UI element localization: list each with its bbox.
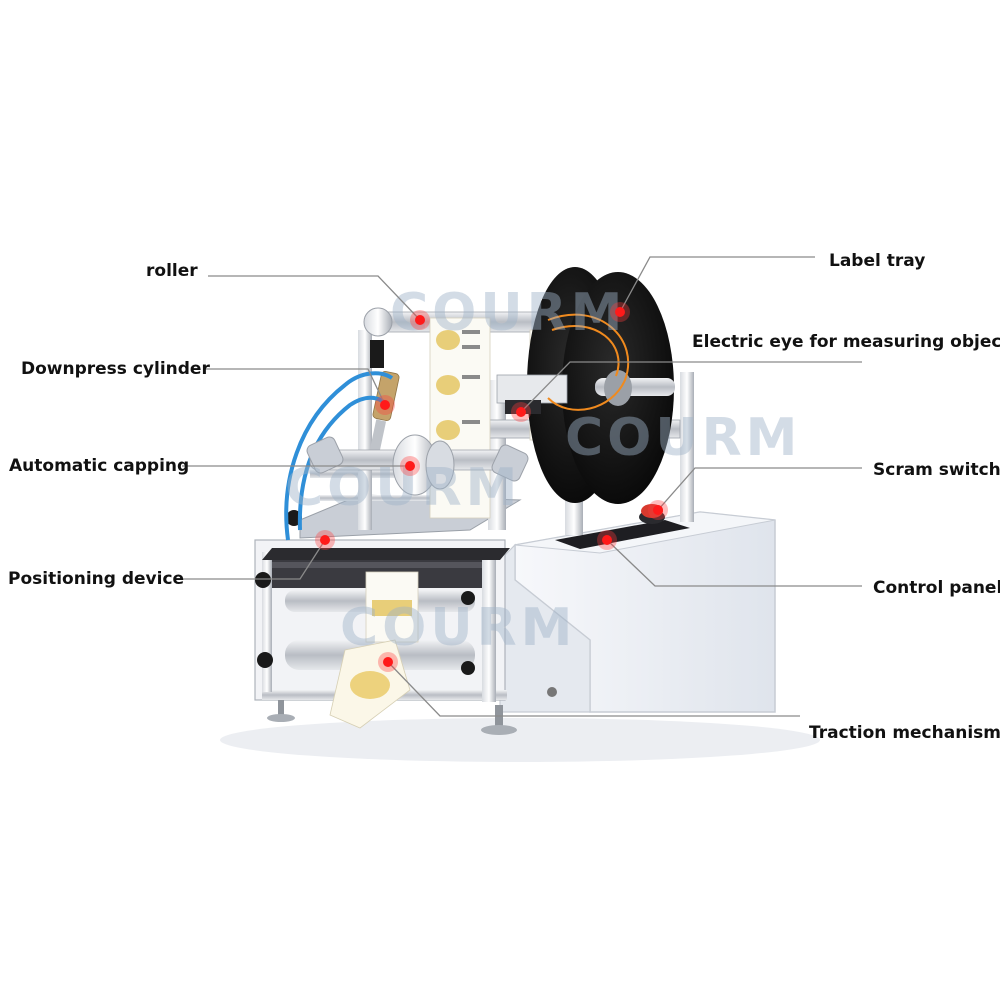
callout-markers (315, 302, 668, 672)
capping-roller (306, 434, 529, 496)
label-electric-eye: Electric eye for measuring objects (692, 332, 1000, 352)
marker-automatic-capping (405, 461, 415, 471)
leader-lines (175, 256, 862, 717)
main-housing (499, 511, 776, 713)
leader-line-downpress-cylinder (206, 368, 386, 406)
marker-scram-switch (653, 505, 663, 515)
label-label-tray: Label tray (829, 251, 925, 271)
leader-line-electric-eye (520, 361, 862, 413)
leader-line-label-tray (619, 256, 815, 313)
marker-traction-mechanism (383, 657, 393, 667)
marker-control-panel (602, 535, 612, 545)
label-control-panel: Control panel (873, 578, 1000, 598)
label-roller: roller (146, 261, 198, 281)
base-frame (254, 510, 517, 735)
marker-electric-eye (516, 407, 526, 417)
marker-roller (415, 315, 425, 325)
housing-key-switch (547, 687, 557, 697)
label-positioning-device: Positioning device (8, 569, 184, 589)
watermark-text: COURM (285, 458, 521, 518)
leader-line-traction-mechanism (387, 661, 800, 717)
machine-illustration (220, 267, 820, 762)
label-traction-mechanism: Traction mechanism (809, 723, 1000, 743)
label-tray-reel (527, 267, 675, 504)
marker-positioning-device (320, 535, 330, 545)
marker-label-tray (615, 307, 625, 317)
electric-eye-part (496, 313, 630, 414)
watermarks: COURM COURM COURM COURM (285, 283, 801, 658)
leader-line-positioning-device (175, 539, 326, 580)
watermark-text: COURM (565, 408, 801, 468)
label-automatic-capping: Automatic capping (9, 456, 189, 476)
label-downpress-cylinder: Downpress cylinder (21, 359, 210, 379)
leader-line-roller (208, 275, 421, 321)
floor-shadow (220, 718, 820, 762)
watermark-text: COURM (340, 598, 576, 658)
label-scram-switch: Scram switch (873, 460, 1000, 480)
callout-labels: roller Label tray Downpress cylinder Ele… (8, 251, 1000, 743)
marker-downpress-cylinder (380, 400, 390, 410)
pneumatic-hoses (284, 371, 394, 541)
leader-line-control-panel (606, 539, 862, 587)
leader-line-scram-switch (657, 467, 862, 511)
control-panel-surface (555, 520, 690, 549)
watermark-text: COURM (390, 283, 626, 343)
downpress-cylinder-part (367, 370, 400, 461)
